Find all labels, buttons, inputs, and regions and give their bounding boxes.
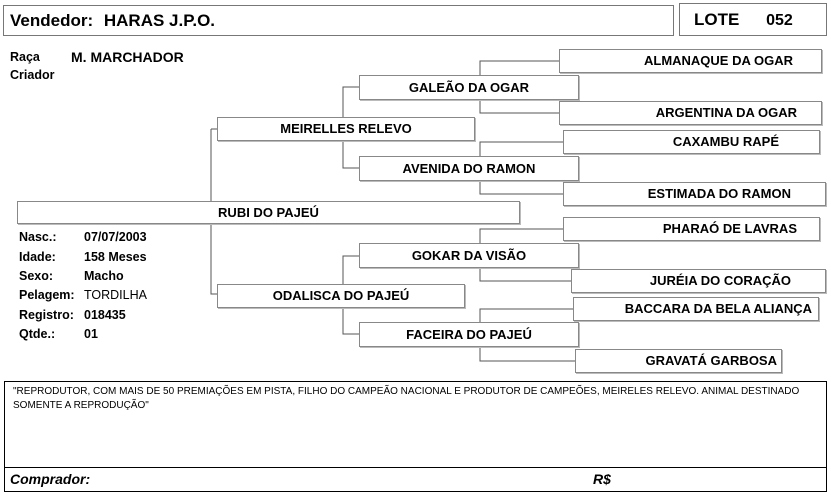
detail-value: 018435 [84, 308, 126, 322]
ggp-box: GRAVATÁ GARBOSA [575, 349, 782, 373]
detail-row: Registro: 018435 [19, 306, 126, 324]
detail-label: Nasc.: [19, 230, 57, 244]
detail-row: Qtde.: 01 [19, 325, 98, 343]
dam-sire-box: GOKAR DA VISÃO [359, 243, 579, 268]
observation-text: "REPRODUTOR, COM MAIS DE 50 PREMIAÇÕES E… [13, 386, 800, 411]
detail-value: 01 [84, 327, 98, 341]
buyer-row: Comprador: R$ [5, 467, 826, 492]
vendor-label: Vendedor: [10, 11, 94, 30]
detail-row: Sexo: Macho [19, 267, 124, 285]
lot-number: 052 [766, 12, 793, 29]
animal-name-box: RUBI DO PAJEÚ [17, 201, 520, 224]
detail-label: Idade: [19, 250, 56, 264]
detail-value: 158 Meses [84, 250, 147, 264]
detail-label: Sexo: [19, 269, 54, 283]
raca-value: M. MARCHADOR [71, 49, 184, 65]
detail-row: Pelagem: TORDILHA [19, 286, 147, 304]
detail-label: Qtde.: [19, 327, 56, 341]
detail-row: Idade: 158 Meses [19, 248, 147, 266]
ggp-box: ESTIMADA DO RAMON [563, 182, 826, 206]
currency-label: R$ [593, 471, 611, 487]
observation-box: "REPRODUTOR, COM MAIS DE 50 PREMIAÇÕES E… [4, 381, 827, 492]
ggp-box: JURÉIA DO CORAÇÃO [571, 269, 826, 293]
detail-row: Nasc.: 07/07/2003 [19, 228, 147, 246]
ggp-box: CAXAMBU RAPÉ [563, 130, 820, 154]
sire-sire-box: GALEÃO DA OGAR [359, 75, 579, 100]
lot-box: LOTE 052 [679, 3, 827, 36]
detail-label: Registro: [19, 308, 74, 322]
detail-value: TORDILHA [84, 288, 147, 302]
dam-dam-box: FACEIRA DO PAJEÚ [359, 322, 579, 347]
ggp-box: BACCARA DA BELA ALIANÇA [573, 297, 819, 321]
sire-box: MEIRELLES RELEVO [217, 117, 475, 141]
vendor-box: Vendedor: HARAS J.P.O. [3, 5, 674, 36]
detail-value: 07/07/2003 [84, 230, 147, 244]
ggp-box: PHARAÓ DE LAVRAS [563, 217, 820, 241]
ggp-box: ALMANAQUE DA OGAR [559, 49, 822, 73]
lot-label: LOTE [694, 10, 740, 29]
criador-label: Criador [10, 68, 55, 82]
sire-dam-box: AVENIDA DO RAMON [359, 156, 579, 181]
detail-label: Pelagem: [19, 288, 75, 302]
detail-value: Macho [84, 269, 124, 283]
buyer-label: Comprador: [10, 471, 91, 487]
dam-box: ODALISCA DO PAJEÚ [217, 284, 465, 308]
ggp-box: ARGENTINA DA OGAR [559, 101, 822, 125]
vendor-name: HARAS J.P.O. [103, 11, 216, 30]
raca-label: Raça [10, 50, 40, 64]
